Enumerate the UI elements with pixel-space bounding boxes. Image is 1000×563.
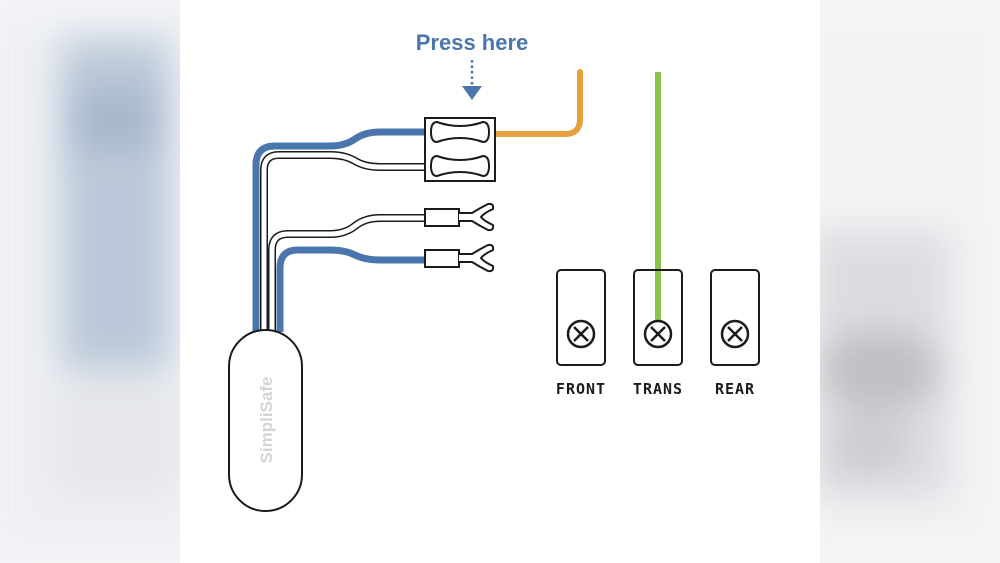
- simplisafe-device: SimpliSafe: [228, 329, 303, 512]
- press-here-label: Press here: [416, 30, 529, 55]
- arrow-down-icon: [462, 60, 482, 100]
- blue-wire-to-connector: [252, 128, 425, 332]
- wiring-diagram: Press here: [228, 30, 760, 512]
- terminal-front[interactable]: FRONT: [556, 269, 606, 398]
- spade-terminal-icon: [424, 243, 495, 273]
- lever-wire-connector-icon[interactable]: [424, 117, 496, 182]
- blurred-background-left: [0, 0, 210, 563]
- wiring-diagram-panel: Press here: [180, 0, 820, 563]
- screw-icon: [720, 319, 750, 349]
- terminal-label-rear: REAR: [715, 380, 755, 398]
- terminal-label-front: FRONT: [556, 380, 606, 398]
- orange-wire: [493, 69, 583, 137]
- blue-wire-to-spade: [276, 246, 425, 332]
- terminal-rear[interactable]: REAR: [710, 269, 760, 398]
- spade-terminal-icon: [424, 202, 495, 232]
- terminal-trans[interactable]: TRANS: [633, 269, 683, 398]
- device-brand-label: SimpliSafe: [257, 377, 276, 464]
- screw-icon: [643, 319, 673, 349]
- white-wire-to-connector: [260, 151, 425, 332]
- blurred-background-right: [790, 0, 1000, 563]
- white-wire-to-spade: [268, 214, 425, 332]
- screw-icon: [566, 319, 596, 349]
- terminal-label-trans: TRANS: [633, 380, 683, 398]
